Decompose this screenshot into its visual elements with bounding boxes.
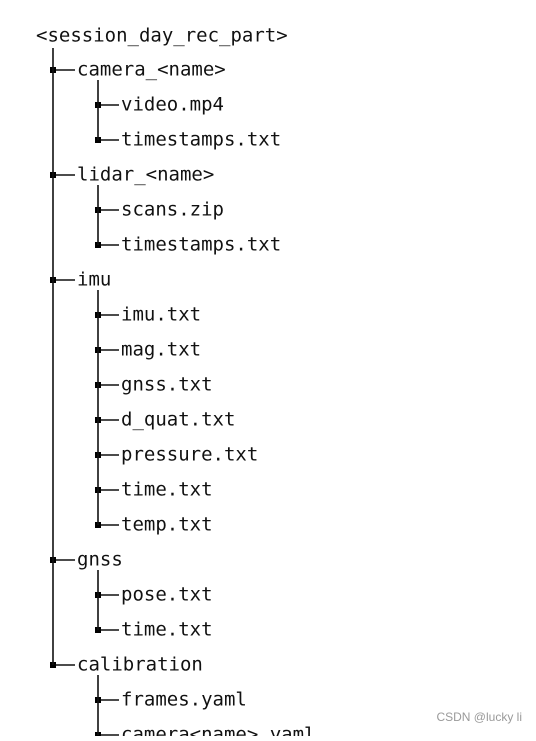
file-label: gnss.txt [121, 374, 213, 396]
file-label: scans.zip [121, 199, 224, 221]
file-label: time.txt [121, 479, 213, 501]
file-label: temp.txt [121, 514, 213, 536]
file-label: camera<name>.yaml [121, 724, 315, 737]
folder-label: camera_<name> [77, 59, 226, 81]
file-label: pose.txt [121, 584, 213, 606]
file-label: imu.txt [121, 304, 201, 326]
file-label: pressure.txt [121, 444, 258, 466]
folder-label: calibration [77, 654, 203, 676]
folder-label: gnss [77, 549, 123, 571]
folder-label: lidar_<name> [77, 164, 214, 186]
file-label: timestamps.txt [121, 234, 281, 256]
file-label: frames.yaml [121, 689, 247, 711]
file-label: d_quat.txt [121, 409, 235, 431]
watermark: CSDN @lucky li [436, 710, 522, 724]
file-label: timestamps.txt [121, 129, 281, 151]
file-label: time.txt [121, 619, 213, 641]
file-label: video.mp4 [121, 94, 224, 116]
tree-root-label: <session_day_rec_part> [36, 25, 288, 47]
file-label: mag.txt [121, 339, 201, 361]
folder-label: imu [77, 269, 111, 291]
